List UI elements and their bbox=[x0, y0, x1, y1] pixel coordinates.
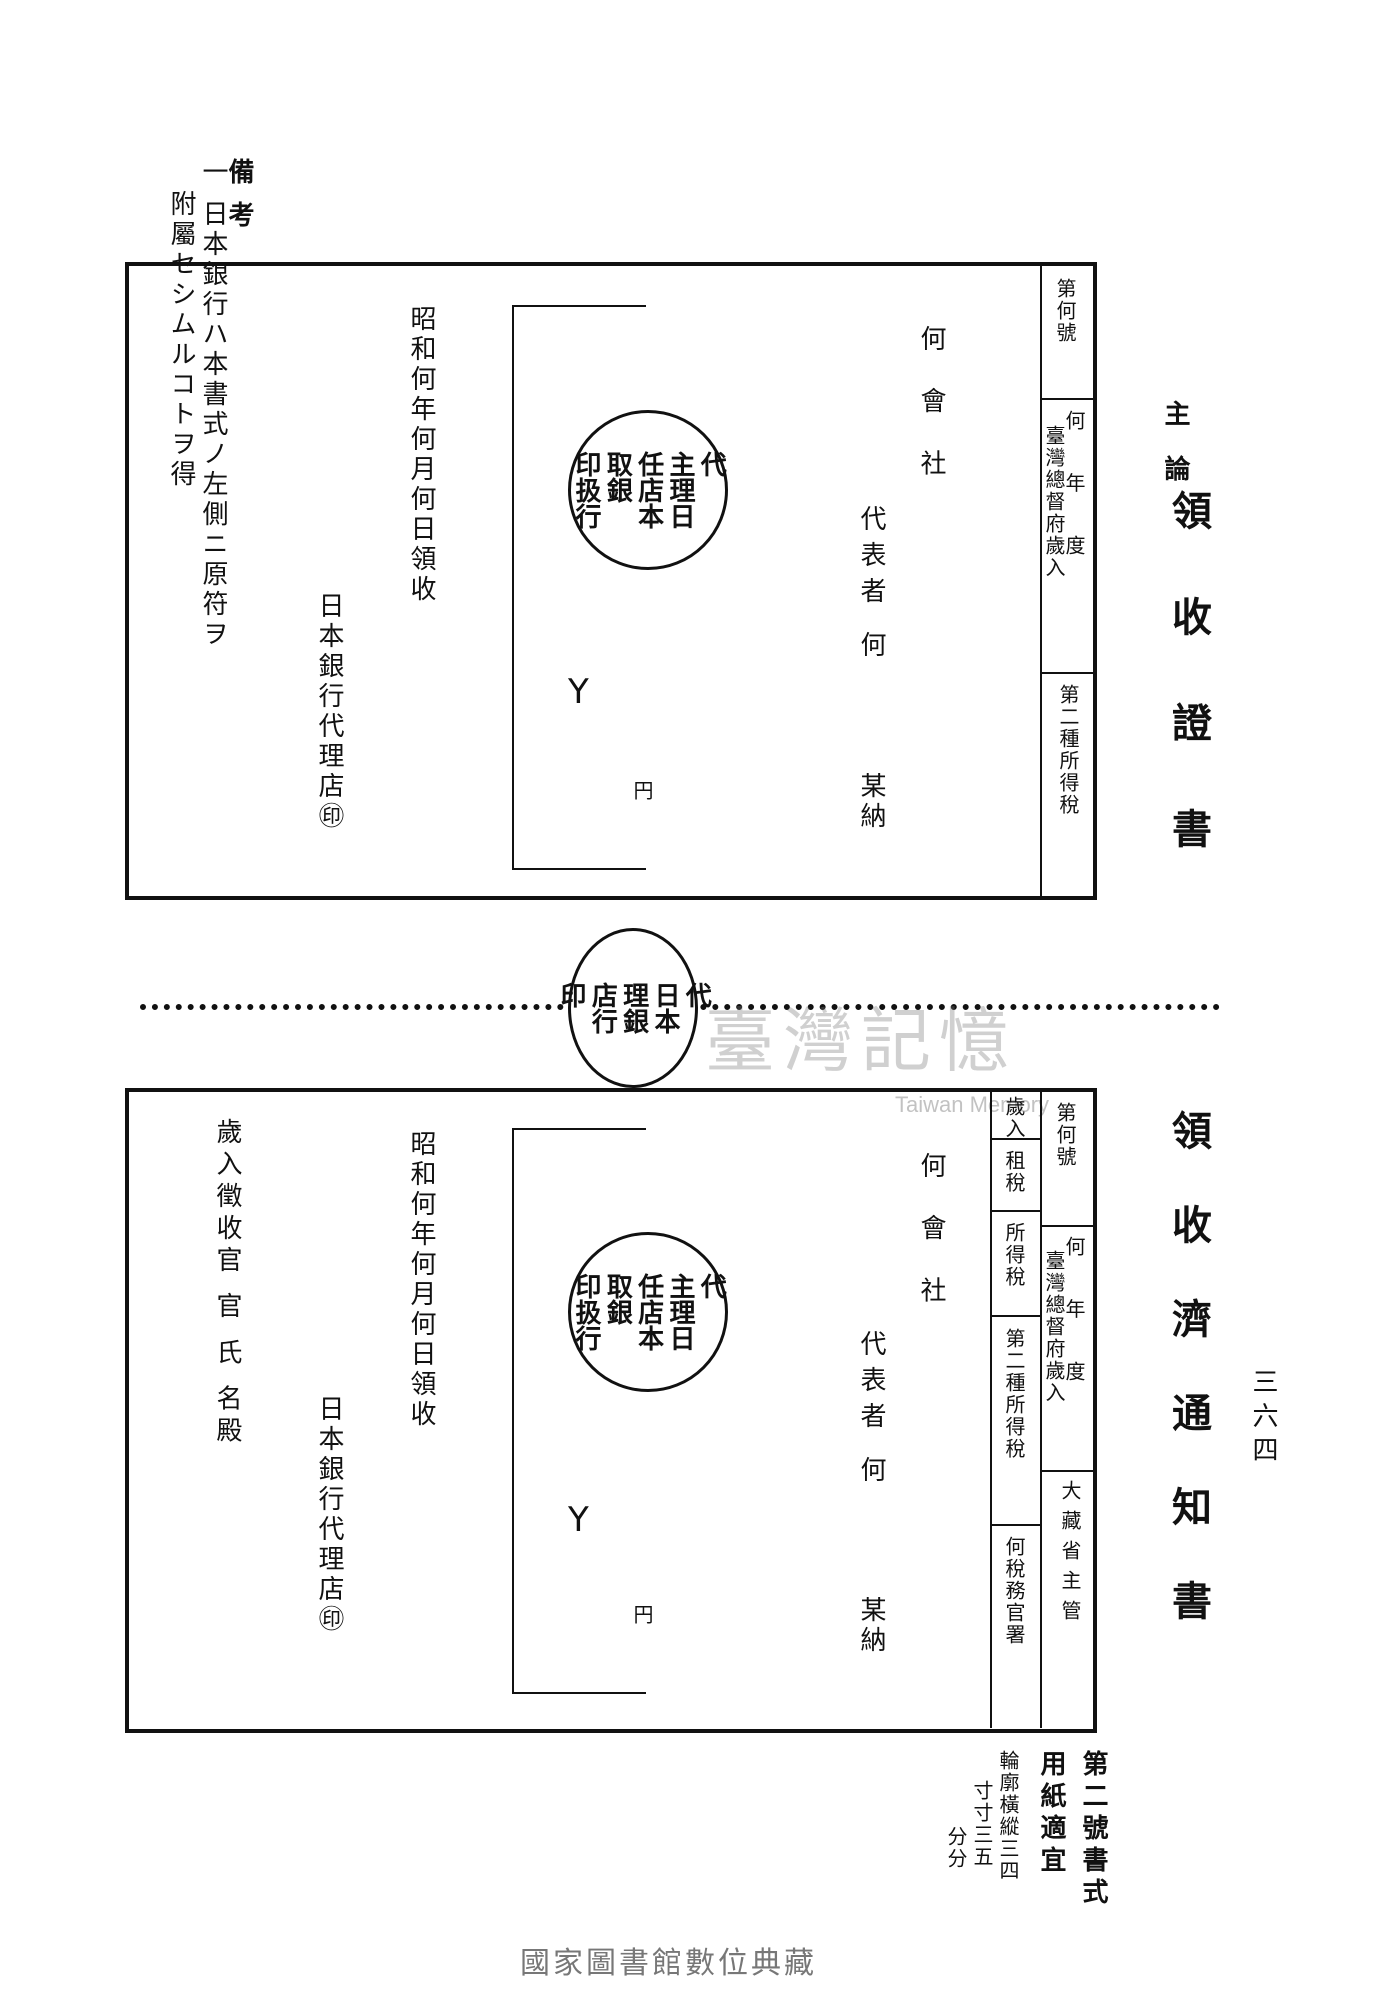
upper-yen-unit: 円 bbox=[630, 780, 654, 802]
lower-header-divider-2 bbox=[990, 1092, 992, 1728]
lower-col-office: 何稅務官署 bbox=[1002, 1536, 1026, 1646]
upper-representative: 代表者 何 bbox=[856, 505, 886, 668]
chapter-heading: 主 論 bbox=[1160, 400, 1190, 492]
lower-date: 昭和何年何月何日領收 bbox=[406, 1130, 436, 1430]
lower-amount-line-left bbox=[512, 1128, 514, 1693]
lower-col-ministry: 大藏省主管 bbox=[1058, 1480, 1082, 1630]
upper-col-revenue: 臺灣總督府歲入 bbox=[1042, 425, 1066, 579]
watermark-chinese: 臺灣記憶 bbox=[705, 1000, 1017, 1082]
upper-amount-line-bottom bbox=[512, 868, 646, 870]
lower-yen-symbol: Y bbox=[568, 1500, 589, 1540]
upper-col-year: 何 年 度 bbox=[1062, 410, 1086, 573]
lower-form-title: 領 收 濟 通 知 書 bbox=[1165, 1110, 1212, 1640]
upper-form-frame bbox=[125, 262, 1097, 900]
note-line-2: 附屬セシムルコトヲ得 bbox=[166, 190, 196, 490]
upper-header-divider bbox=[1040, 266, 1042, 896]
lower-col-revenue: 臺灣總督府歲入 bbox=[1042, 1250, 1066, 1404]
footer-collection-credit: 國家圖書館數位典藏 bbox=[520, 1946, 817, 1981]
form-spec-line-1: 輪廓橫縱三四 bbox=[996, 1750, 1020, 1882]
lower-form-frame bbox=[125, 1088, 1097, 1733]
note-line-1: 一 日本銀行ハ本書式ノ左側ニ原符ヲ bbox=[198, 158, 228, 651]
upper-header-cell-line bbox=[1042, 398, 1094, 400]
upper-header-cell-line bbox=[1042, 672, 1094, 674]
upper-yen-symbol: Y bbox=[568, 672, 589, 712]
lower-header-cell-line bbox=[992, 1138, 1040, 1140]
form-spec-heading-1: 第二號書式 bbox=[1078, 1750, 1108, 1910]
form-spec-line-3: 分分 bbox=[944, 1826, 968, 1870]
lower-header-cell-line bbox=[992, 1210, 1040, 1212]
lower-header-cell-line bbox=[1042, 1225, 1094, 1227]
upper-issuer: 日本銀行代理店㊞ bbox=[314, 592, 344, 832]
upper-receipt-seal: 代 主理日 任店本 取銀 印扱行 bbox=[568, 410, 728, 570]
lower-col-tax-left: 歲入 bbox=[1002, 1096, 1026, 1140]
lower-col-tax-3: 第二種所得稅 bbox=[1002, 1328, 1026, 1460]
lower-header-cell-line bbox=[1042, 1470, 1094, 1472]
lower-yen-unit: 円 bbox=[630, 1604, 654, 1626]
form-spec-line-2: 寸寸三五 bbox=[970, 1780, 994, 1868]
lower-receipt-seal: 代 主理日 任店本 取銀 印扱行 bbox=[568, 1232, 728, 1392]
upper-company: 何 會 社 bbox=[916, 325, 946, 490]
upper-form-title: 領 收 證 書 bbox=[1165, 490, 1212, 874]
upper-amount-line-top bbox=[512, 305, 646, 307]
lower-representative: 代表者 何 bbox=[856, 1330, 886, 1493]
note-label: 備 考 bbox=[224, 158, 254, 232]
lower-header-cell-line bbox=[992, 1524, 1040, 1526]
lower-col-tax-1: 租稅 bbox=[1002, 1150, 1026, 1194]
upper-col-tax: 第二種所得稅 bbox=[1056, 684, 1080, 816]
lower-amount-line-bottom bbox=[512, 1692, 646, 1694]
upper-payer: 某納 bbox=[856, 772, 886, 832]
watermark-english: Taiwan Memory bbox=[895, 1092, 1050, 1117]
page-number: 三六四 bbox=[1248, 1368, 1278, 1470]
lower-company: 何 會 社 bbox=[916, 1152, 946, 1317]
lower-header-cell-line bbox=[992, 1315, 1040, 1317]
lower-col-number: 第何號 bbox=[1053, 1102, 1077, 1168]
upper-date: 昭和何年何月何日領收 bbox=[406, 305, 436, 605]
tally-seal: 代 日本 理銀 店行 印 bbox=[556, 928, 711, 1088]
lower-col-tax-2: 所得稅 bbox=[1002, 1222, 1026, 1288]
lower-col-year: 何 年 度 bbox=[1062, 1236, 1086, 1399]
lower-recipient: 歲入徵收官 官 氏 名殿 bbox=[212, 1118, 242, 1449]
upper-col-number: 第何號 bbox=[1053, 278, 1077, 344]
upper-amount-line-left bbox=[512, 305, 514, 870]
lower-amount-line-top bbox=[512, 1128, 646, 1130]
lower-header-divider-1 bbox=[1040, 1092, 1042, 1728]
form-spec-heading-2: 用紙適宜 bbox=[1036, 1750, 1066, 1878]
lower-payer: 某納 bbox=[856, 1596, 886, 1656]
lower-issuer: 日本銀行代理店㊞ bbox=[314, 1395, 344, 1635]
